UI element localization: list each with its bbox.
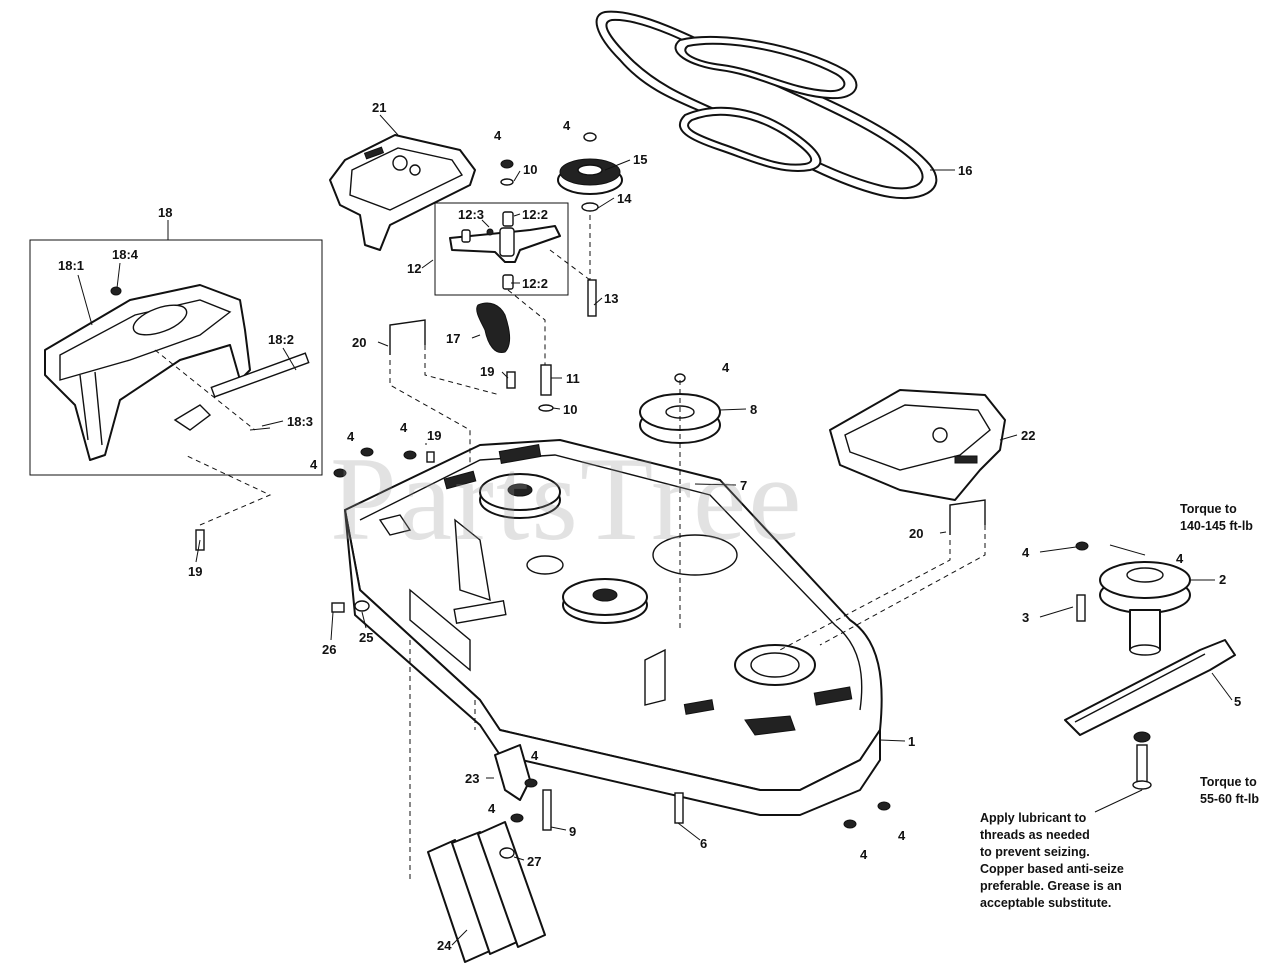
callout-10: 10: [563, 402, 577, 417]
callout-8: 8: [750, 402, 757, 417]
callout-18-4: 18:4: [112, 247, 139, 262]
callout-4: 4: [531, 748, 539, 763]
assembly-box-18: [29, 239, 323, 476]
callout-12: 12: [407, 261, 421, 276]
callout-21: 21: [372, 100, 386, 115]
callout-4: 4: [400, 420, 408, 435]
torque-note-blade: Torque to 55-60 ft-lb: [1200, 775, 1260, 806]
assembly-box-12: [434, 202, 569, 296]
idler-arm-part-12: [449, 211, 561, 290]
callout-11: 11: [566, 371, 580, 386]
spring-part-17: [476, 302, 510, 354]
callout-18-2: 18:2: [268, 332, 294, 347]
callout-14: 14: [617, 191, 632, 206]
callout-19: 19: [480, 364, 494, 379]
callout-4: 4: [1022, 545, 1030, 560]
callout-12-3: 12:3: [458, 207, 484, 222]
belt-part-16: [595, 10, 938, 200]
mower-deck-part-1: [344, 439, 883, 816]
callout-19: 19: [188, 564, 202, 579]
leader-lines: [77, 114, 1233, 946]
callout-4: 4: [563, 118, 571, 133]
callout-9: 9: [569, 824, 576, 839]
discharge-chute-part-18: [44, 284, 310, 461]
callout-10: 10: [523, 162, 537, 177]
callout-18: 18: [158, 205, 172, 220]
callout-18-1: 18:1: [58, 258, 84, 273]
baffle-part-23: [494, 744, 531, 801]
callout-1: 1: [908, 734, 915, 749]
callout-16: 16: [958, 163, 972, 178]
callout-25: 25: [359, 630, 373, 645]
callout-27: 27: [527, 854, 541, 869]
callout-4: 4: [898, 828, 906, 843]
callout-18-3: 18:3: [287, 414, 313, 429]
callout-17: 17: [446, 331, 460, 346]
callout-23: 23: [465, 771, 479, 786]
callout-20: 20: [352, 335, 366, 350]
callout-4: 4: [347, 429, 355, 444]
callout-12-2: 12:2: [522, 276, 548, 291]
callout-4: 4: [488, 801, 496, 816]
idler-pulley-part-15: [557, 132, 623, 212]
callout-15: 15: [633, 152, 647, 167]
blade-part-5: [1064, 639, 1236, 736]
assembly-lines: [154, 215, 986, 880]
callout-4: 4: [860, 847, 868, 862]
callout-4: 4: [1176, 551, 1184, 566]
lubricant-note: Apply lubricant to threads as needed to …: [980, 811, 1124, 910]
baffle-plates-part-24: [427, 821, 546, 963]
callout-4: 4: [310, 457, 318, 472]
callout-4: 4: [722, 360, 730, 375]
hardware-fasteners: [110, 159, 1089, 859]
callout-20: 20: [909, 526, 923, 541]
spindle-part-2: [1099, 561, 1191, 656]
callout-24: 24: [437, 938, 452, 953]
callout-7: 7: [740, 478, 747, 493]
callout-22: 22: [1021, 428, 1035, 443]
belt-cover-part-21: [329, 134, 476, 251]
callout-12-2: 12:2: [522, 207, 548, 222]
callout-2: 2: [1219, 572, 1226, 587]
callout-19: 19: [427, 428, 441, 443]
callout-26: 26: [322, 642, 336, 657]
callout-labels: 1 2 3 4 4 4 4 4 4 4 4 4 4 4 4 5 6 7 8 9 …: [58, 100, 1241, 953]
belt-cover-part-22: [829, 389, 1006, 501]
callout-3: 3: [1022, 610, 1029, 625]
blade-bolt: [1132, 731, 1152, 790]
torque-note-spindle: Torque to 140-145 ft-lb: [1180, 502, 1253, 533]
callout-5: 5: [1234, 694, 1241, 709]
callout-13: 13: [604, 291, 618, 306]
rod-part-20-right: [949, 499, 986, 535]
rod-part-20-left: [389, 319, 426, 355]
callout-6: 6: [700, 836, 707, 851]
callout-4: 4: [494, 128, 502, 143]
